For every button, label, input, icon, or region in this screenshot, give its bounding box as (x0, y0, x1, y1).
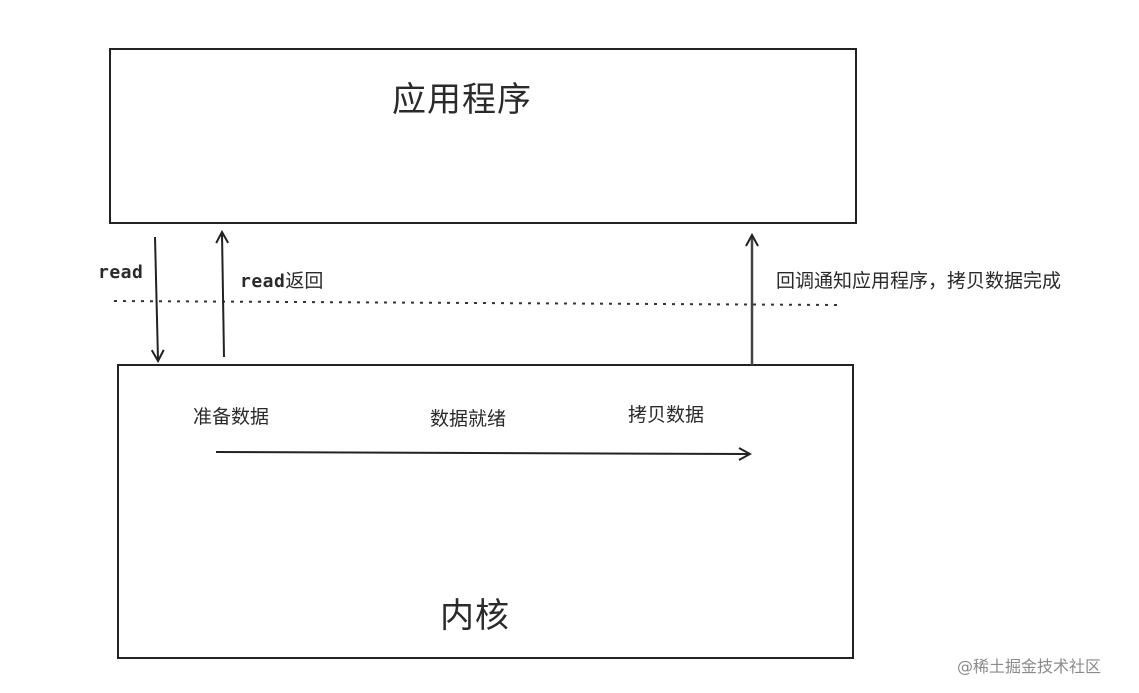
stage-prepare-data: 准备数据 (193, 406, 270, 428)
read-return-suffix: 返回 (285, 270, 324, 292)
stage-data-ready: 数据就绪 (430, 408, 507, 430)
read-call-arrow (155, 236, 158, 360)
callback-label: 回调通知应用程序，拷贝数据完成 (776, 270, 1062, 292)
read-return-prefix: read (240, 271, 286, 292)
application-title: 应用程序 (392, 80, 532, 120)
read-return-label: read返回 (240, 266, 323, 293)
read-call-label: read (98, 262, 144, 283)
kernel-box (117, 364, 854, 659)
watermark: @稀土掘金技术社区 (957, 657, 1102, 676)
kernel-timeline-arrow (215, 452, 749, 454)
read-return-arrow (222, 233, 224, 358)
user-kernel-boundary (113, 300, 839, 306)
kernel-title: 内核 (440, 596, 510, 636)
application-box (109, 48, 857, 224)
stage-copy-data: 拷贝数据 (628, 404, 705, 426)
